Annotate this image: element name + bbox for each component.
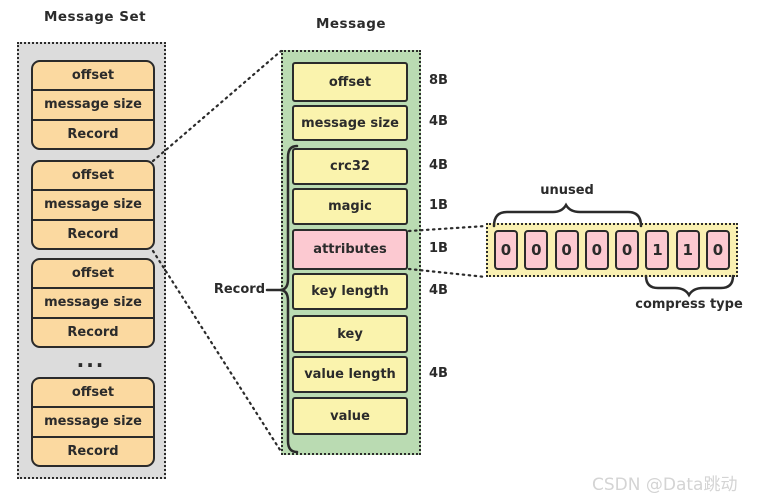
byte-size-label: 4B bbox=[429, 365, 448, 381]
message-set-row: Record bbox=[33, 316, 153, 346]
message-field-key-length: key length bbox=[292, 273, 408, 310]
message-field-value: value bbox=[292, 397, 408, 435]
message-field-value-length: value length bbox=[292, 356, 408, 393]
message-set-row: offset bbox=[71, 266, 115, 282]
message-title: Message bbox=[315, 16, 387, 32]
message-field-offset: offset bbox=[292, 62, 408, 102]
message-field-magic: magic bbox=[292, 188, 408, 225]
bit-box: 0 bbox=[554, 230, 579, 270]
record-label: Record bbox=[213, 282, 265, 297]
bit-box: 0 bbox=[705, 230, 730, 270]
message-set-row: offset bbox=[71, 68, 115, 84]
message-set-row: Record bbox=[33, 435, 153, 465]
message-set-row: message size bbox=[33, 189, 153, 218]
unused-label: unused bbox=[540, 183, 594, 198]
message-set-row: Record bbox=[33, 218, 153, 248]
bit-box: 1 bbox=[675, 230, 700, 270]
message-set-ellipsis: ... bbox=[76, 348, 106, 372]
byte-size-label: 4B bbox=[429, 114, 448, 129]
message-field-attributes: attributes bbox=[292, 229, 408, 270]
compress-type-label: compress type bbox=[635, 297, 743, 312]
watermark: CSDN @Data跳动 bbox=[592, 475, 738, 495]
compress-type-brace bbox=[644, 274, 735, 298]
message-set-row: message size bbox=[33, 287, 153, 316]
byte-size-label: 1B bbox=[429, 240, 448, 256]
message-set-row: message size bbox=[33, 89, 153, 118]
byte-size-label: 4B bbox=[429, 282, 448, 298]
byte-size-label: 8B bbox=[429, 73, 448, 88]
bit-box: 0 bbox=[524, 230, 549, 270]
message-set-row: offset bbox=[71, 385, 115, 401]
bit-box: 0 bbox=[615, 230, 640, 270]
message-field-key: key bbox=[292, 315, 408, 353]
message-set-row: offset bbox=[71, 168, 115, 184]
byte-size-label: 1B bbox=[429, 197, 448, 213]
byte-size-label: 4B bbox=[429, 157, 448, 173]
message-field-crc32: crc32 bbox=[292, 148, 408, 185]
bit-box: 1 bbox=[645, 230, 670, 270]
bit-box: 0 bbox=[494, 230, 518, 270]
zoom-connector-top-line bbox=[151, 49, 283, 163]
bit-box: 0 bbox=[584, 230, 609, 270]
message-set-row: message size bbox=[33, 406, 153, 435]
message-set-row: Record bbox=[33, 118, 153, 148]
message-set-title: Message Set bbox=[43, 9, 147, 25]
message-field-message-size: message size bbox=[292, 105, 408, 141]
